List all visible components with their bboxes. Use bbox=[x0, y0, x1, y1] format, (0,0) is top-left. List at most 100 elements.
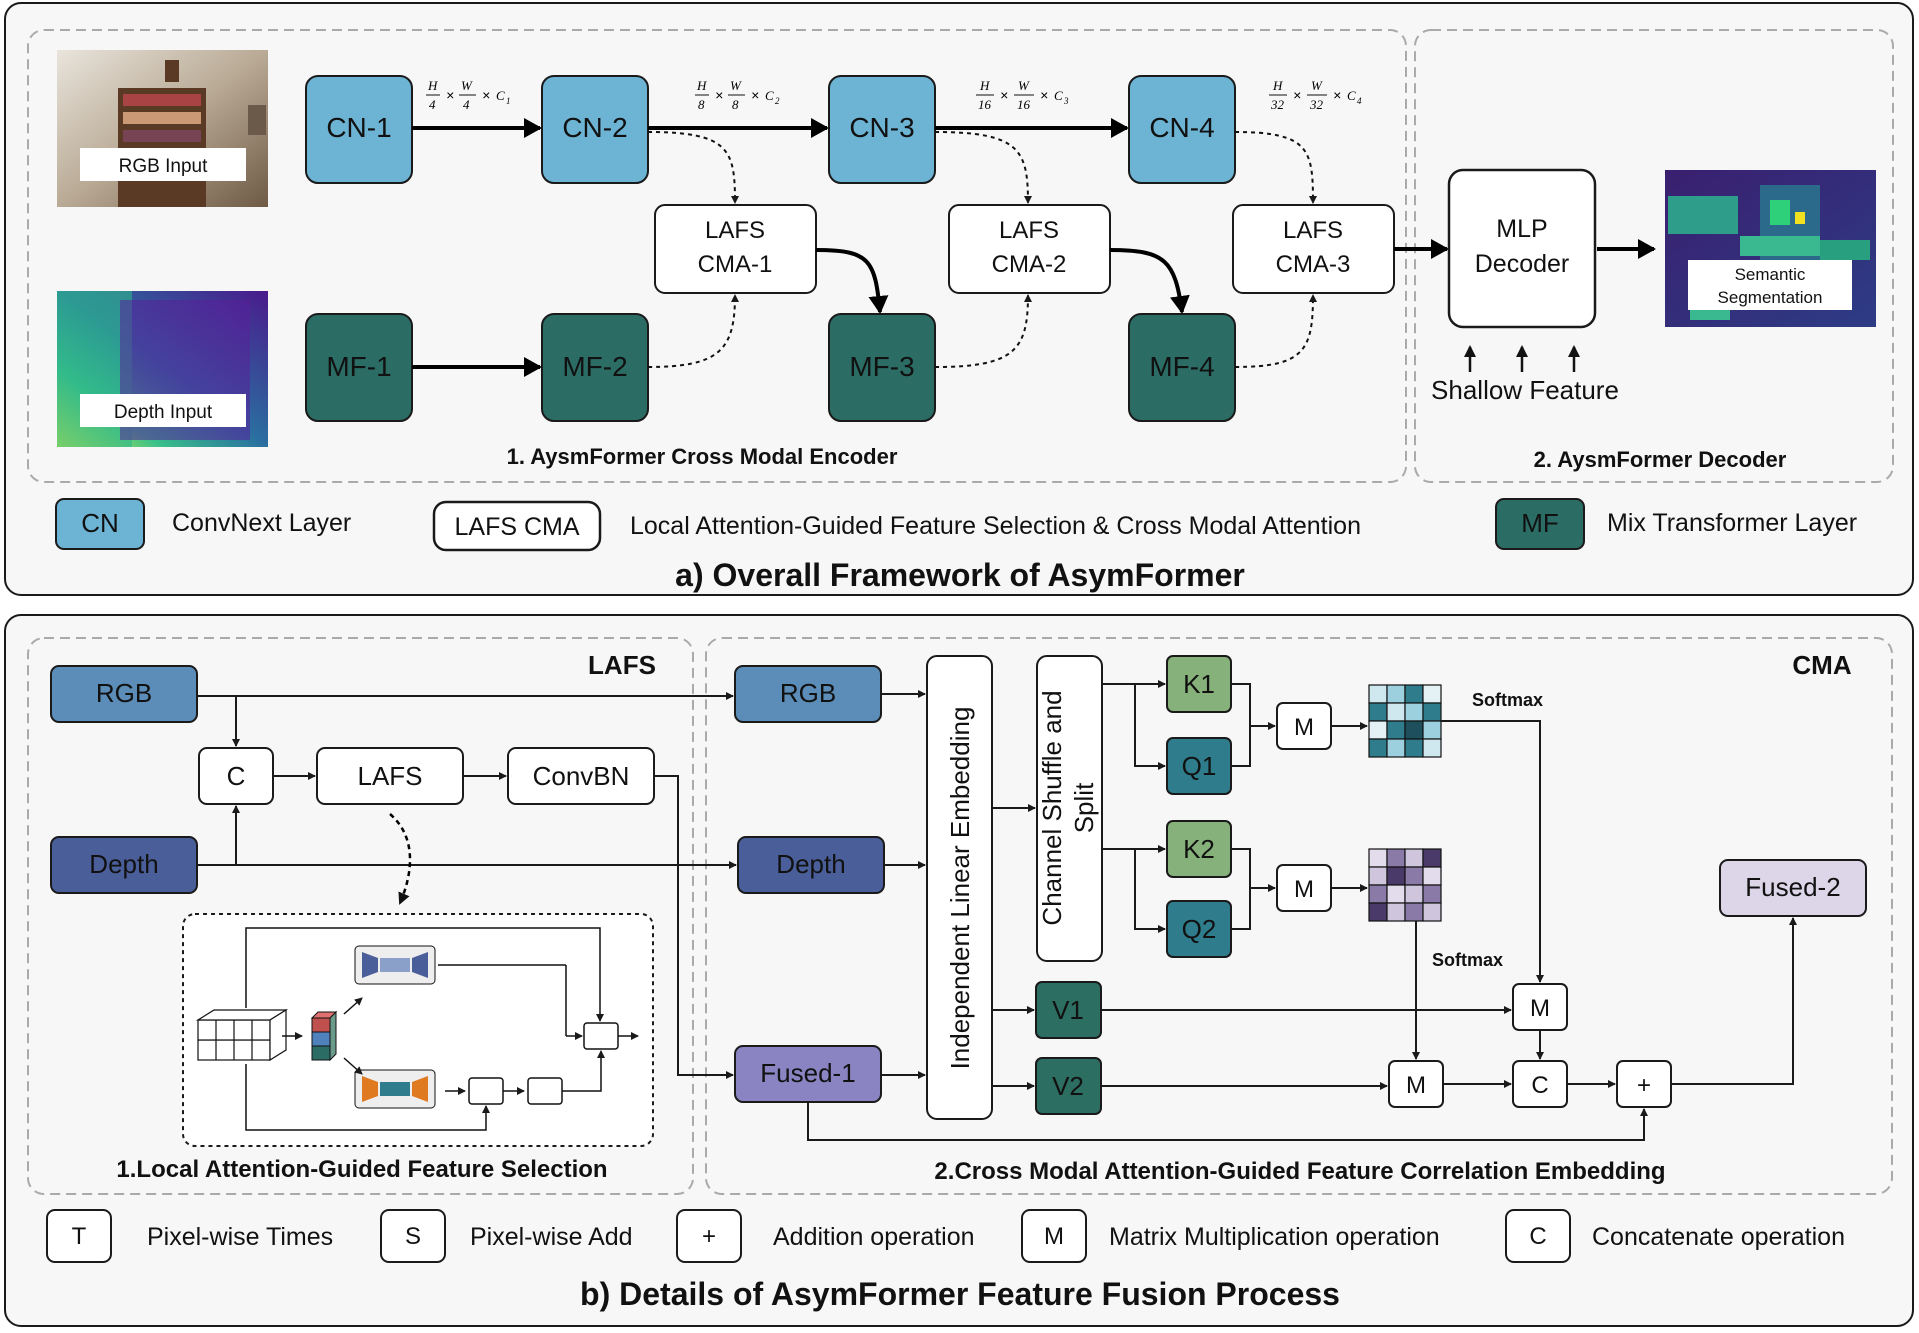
svg-text:CN: CN bbox=[81, 508, 119, 538]
cn-layer-2: CN-2 bbox=[541, 75, 649, 184]
svg-text:Addition operation: Addition operation bbox=[773, 1223, 975, 1251]
legend-mf: MF Mix Transformer Layer bbox=[1495, 498, 1857, 550]
lafs-arrows bbox=[197, 692, 737, 1079]
feature-cube-icon bbox=[195, 1008, 289, 1062]
svg-text:V2: V2 bbox=[1052, 1071, 1084, 1101]
svg-text:8: 8 bbox=[698, 97, 705, 112]
svg-text:ConvNext Layer: ConvNext Layer bbox=[172, 509, 351, 537]
channel-shuffle-box: Channel Shuffle and Split bbox=[1036, 655, 1103, 962]
svg-text:8: 8 bbox=[732, 97, 739, 112]
svg-text:CN-4: CN-4 bbox=[1149, 112, 1214, 143]
svg-text:M: M bbox=[1294, 876, 1314, 903]
cn-layer-1: CN-1 bbox=[305, 75, 413, 184]
b-rgb-box: RGB bbox=[50, 665, 198, 723]
svg-text:+: + bbox=[1637, 1072, 1651, 1099]
svg-text:4: 4 bbox=[1357, 96, 1362, 106]
legend-lafs-cma: LAFS CMA Local Attention-Guided Feature … bbox=[432, 500, 1361, 552]
lafs-cma-1: LAFS CMA-1 bbox=[654, 204, 817, 294]
mlp-decoder: MLP Decoder bbox=[1447, 168, 1597, 329]
svg-text:C: C bbox=[1054, 88, 1063, 103]
softmax-label-2: Softmax bbox=[1432, 950, 1503, 970]
svg-text:C: C bbox=[1347, 88, 1356, 103]
cma-header: CMA bbox=[1792, 650, 1851, 680]
svg-text:Split: Split bbox=[1069, 782, 1099, 833]
svg-text:RGB: RGB bbox=[780, 678, 836, 708]
attention-net-bottom-icon bbox=[354, 1069, 436, 1109]
svg-text:C: C bbox=[1529, 1223, 1546, 1250]
legend-pixel-times: T Pixel-wise Times bbox=[46, 1209, 333, 1263]
panel-a-frame bbox=[4, 2, 1914, 596]
legend-addition: + Addition operation bbox=[676, 1209, 975, 1263]
svg-text:Local Attention-Guided Feature: Local Attention-Guided Feature Selection… bbox=[630, 512, 1361, 540]
decoder-region bbox=[1414, 29, 1894, 483]
v2-box: V2 bbox=[1035, 1057, 1102, 1115]
legend-concatenate: C Concatenate operation bbox=[1505, 1209, 1845, 1263]
svg-text:×: × bbox=[1293, 87, 1301, 103]
svg-text:1: 1 bbox=[506, 96, 511, 106]
add-op: + bbox=[1616, 1060, 1672, 1108]
cma-arrows bbox=[807, 680, 1797, 1141]
encoder-title: 1. AysmFormer Cross Modal Encoder bbox=[507, 444, 898, 469]
legend-cn: CN ConvNext Layer bbox=[55, 498, 351, 550]
segmentation-output-image: Semantic Segmentation bbox=[1665, 170, 1876, 327]
svg-text:×: × bbox=[1000, 87, 1008, 103]
svg-text:C: C bbox=[496, 88, 505, 103]
svg-text:H: H bbox=[1272, 78, 1283, 93]
attention-matrix-1 bbox=[1368, 684, 1442, 758]
panel-a-title: a) Overall Framework of AsymFormer bbox=[675, 557, 1245, 593]
k1-box: K1 bbox=[1166, 655, 1232, 713]
panel-a-dotted-links bbox=[647, 131, 1317, 368]
shallow-feature-label: Shallow Feature bbox=[1431, 375, 1619, 405]
svg-text:RGB: RGB bbox=[96, 678, 152, 708]
cma-rgb-box: RGB bbox=[734, 665, 882, 723]
mf-layer-2: MF-2 bbox=[541, 313, 649, 422]
svg-text:W: W bbox=[461, 78, 473, 93]
svg-text:K1: K1 bbox=[1183, 669, 1215, 699]
svg-text:Q2: Q2 bbox=[1182, 914, 1217, 944]
decoder-title: 2. AysmFormer Decoder bbox=[1534, 447, 1787, 472]
svg-text:×: × bbox=[715, 87, 723, 103]
attention-net-top-icon bbox=[354, 945, 436, 985]
lafs-cma-2: LAFS CMA-2 bbox=[948, 204, 1111, 294]
svg-text:×: × bbox=[482, 87, 490, 103]
shallow-feature-arrows bbox=[1464, 345, 1580, 372]
q1-box: Q1 bbox=[1166, 737, 1232, 795]
b-lafs-box: LAFS bbox=[316, 747, 464, 805]
svg-text:MF: MF bbox=[1521, 508, 1559, 538]
svg-text:16: 16 bbox=[978, 97, 992, 112]
v1-box: V1 bbox=[1035, 981, 1102, 1039]
svg-text:32: 32 bbox=[1309, 97, 1324, 112]
svg-text:C: C bbox=[765, 88, 774, 103]
matmul-4: M bbox=[1388, 1060, 1444, 1108]
svg-text:LAFS CMA: LAFS CMA bbox=[454, 513, 579, 541]
q2-box: Q2 bbox=[1166, 900, 1232, 958]
cn-layer-4: CN-4 bbox=[1128, 75, 1236, 184]
svg-text:LAFS: LAFS bbox=[357, 761, 422, 791]
pooled-stack-icon bbox=[310, 1010, 338, 1062]
svg-text:16: 16 bbox=[1017, 97, 1031, 112]
feature-shape-3: H 16 × W 16 × C 3 bbox=[976, 78, 1069, 112]
svg-text:CMA-2: CMA-2 bbox=[992, 251, 1067, 278]
svg-text:Depth: Depth bbox=[776, 849, 845, 879]
b-depth-box: Depth bbox=[50, 836, 198, 894]
svg-text:CMA-1: CMA-1 bbox=[698, 251, 773, 278]
svg-text:2: 2 bbox=[775, 96, 780, 106]
svg-text:M: M bbox=[1044, 1223, 1064, 1250]
svg-text:Fused-2: Fused-2 bbox=[1745, 872, 1840, 902]
svg-text:3: 3 bbox=[1063, 96, 1069, 106]
softmax-label-1: Softmax bbox=[1472, 690, 1543, 710]
svg-text:H: H bbox=[427, 78, 438, 93]
matmul-2: M bbox=[1276, 864, 1332, 912]
svg-text:MF-1: MF-1 bbox=[326, 351, 391, 382]
lafs-header: LAFS bbox=[588, 650, 656, 680]
svg-text:×: × bbox=[446, 87, 454, 103]
feature-shape-4: H 32 × W 32 × C 4 bbox=[1269, 78, 1362, 112]
svg-text:×: × bbox=[751, 87, 759, 103]
svg-text:M: M bbox=[1406, 1072, 1426, 1099]
svg-text:Mix Transformer Layer: Mix Transformer Layer bbox=[1607, 509, 1857, 537]
svg-text:Concatenate operation: Concatenate operation bbox=[1592, 1223, 1845, 1251]
k2-box: K2 bbox=[1166, 820, 1232, 878]
svg-text:T: T bbox=[72, 1223, 87, 1250]
